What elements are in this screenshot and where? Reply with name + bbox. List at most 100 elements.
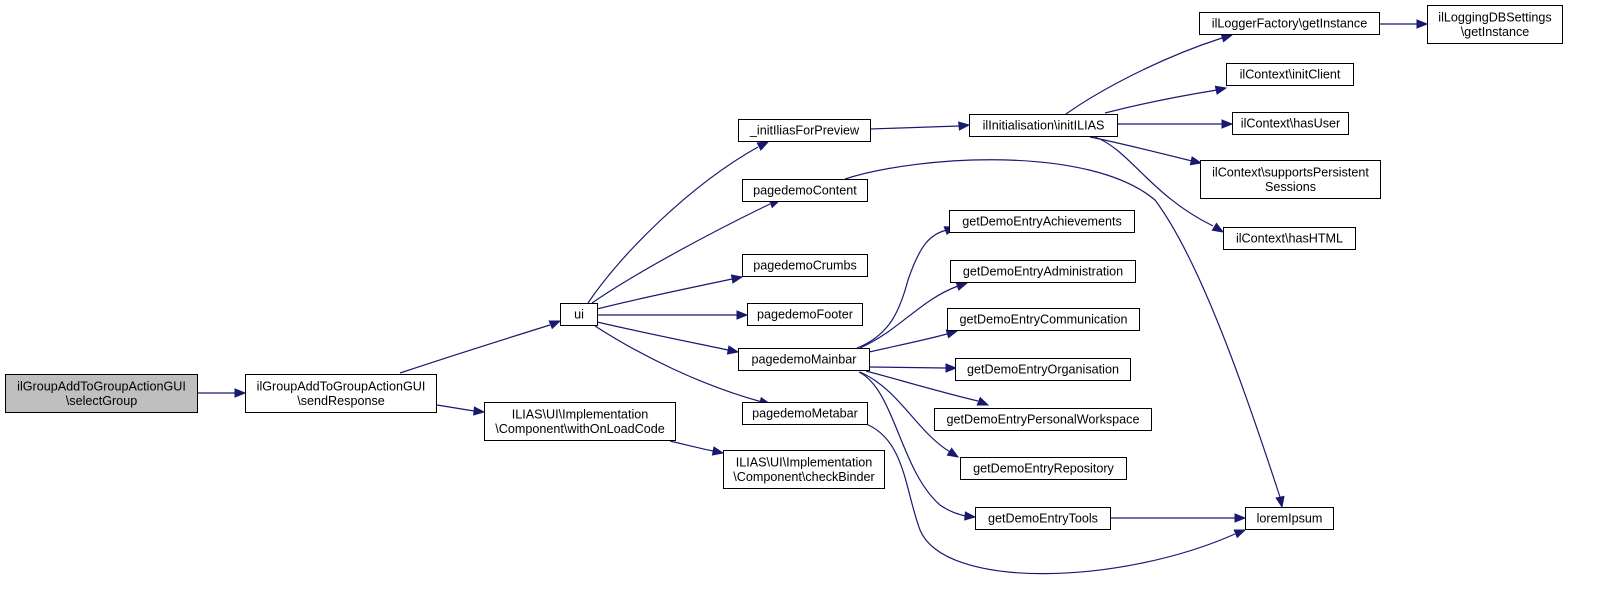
node-box (742, 254, 868, 277)
node-loremIpsum[interactable]: loremIpsum (1245, 507, 1334, 530)
node-label: ILIAS\UI\Implementation (736, 455, 873, 469)
edge-line (865, 370, 979, 402)
node-box (245, 374, 437, 413)
node-pagedemoMainbar[interactable]: pagedemoMainbar (738, 348, 870, 371)
edge-line (865, 423, 1236, 575)
edge-line (1089, 136, 1193, 162)
edge-ui-to-pagedemoFooter (597, 310, 749, 320)
edge-sendResponse-to-ui (399, 320, 562, 374)
node-label: ilLoggerFactory\getInstance (1212, 17, 1367, 31)
edge-arrowhead (1214, 85, 1228, 95)
node-label: getDemoEntryOrganisation (967, 363, 1119, 377)
edge-arrowhead (473, 406, 486, 416)
edge-line (587, 146, 759, 304)
node-label: ilLoggingDBSettings (1438, 10, 1551, 24)
node-pagedemoCrumbs[interactable]: pagedemoCrumbs (742, 254, 868, 277)
node-label: pagedemoFooter (757, 308, 853, 322)
edge-loggerGetInstance-to-loggingDBGetInstance (1379, 19, 1429, 29)
edge-arrowhead (756, 141, 770, 151)
edge-arrowhead (234, 388, 247, 398)
node-label: ilContext\hasUser (1241, 117, 1340, 131)
edges-layer (198, 19, 1429, 575)
edge-pagedemoMainbar-to-tools (858, 371, 977, 521)
node-label: ilGroupAddToGroupActionGUI (257, 379, 426, 393)
node-personalWorkspace[interactable]: getDemoEntryPersonalWorkspace (934, 408, 1152, 431)
edge-line (868, 366, 947, 369)
node-initILIAS[interactable]: ilInitialisation\initILIAS (969, 114, 1118, 137)
node-initIliasForPreview[interactable]: _initIliasForPreview (738, 119, 871, 142)
node-organisation[interactable]: getDemoEntryOrganisation (955, 358, 1131, 381)
node-pagedemoFooter[interactable]: pagedemoFooter (747, 303, 863, 326)
node-box (934, 408, 1152, 431)
node-label: pagedemoCrumbs (753, 259, 857, 273)
node-box (1199, 12, 1380, 35)
edge-pagedemoMainbar-to-repository (859, 371, 960, 458)
edge-pagedemoMainbar-to-personalWorkspace (865, 370, 990, 406)
edge-initILIAS-to-initClient (1104, 85, 1228, 114)
edge-arrowhead (1275, 495, 1285, 509)
edge-pagedemoMainbar-to-organisation (868, 363, 958, 373)
edge-pagedemoMainbar-to-communication (868, 329, 959, 353)
edge-line (1104, 89, 1218, 114)
node-achievements[interactable]: getDemoEntryAchievements (949, 210, 1135, 233)
edge-arrowhead (1189, 156, 1203, 166)
node-loggerGetInstance[interactable]: ilLoggerFactory\getInstance (1199, 12, 1380, 35)
edge-line (869, 125, 960, 130)
node-pagedemoContent[interactable]: pagedemoContent (742, 179, 868, 202)
edge-sendResponse-to-withOnLoadCode (436, 404, 486, 416)
node-repository[interactable]: getDemoEntryRepository (960, 457, 1127, 480)
edge-selectGroup-to-sendResponse (198, 388, 247, 398)
node-tools[interactable]: getDemoEntryTools (975, 507, 1111, 530)
node-label: \getInstance (1461, 25, 1530, 39)
edge-arrowhead (1220, 33, 1234, 43)
node-label: ILIAS\UI\Implementation (512, 407, 649, 421)
node-label: ilInitialisation\initILIAS (983, 119, 1105, 133)
node-label: getDemoEntryRepository (973, 462, 1114, 476)
edge-line (596, 321, 729, 351)
node-ui[interactable]: ui (560, 303, 598, 326)
edge-initILIAS-to-supportsPersistentSessions (1089, 136, 1203, 166)
node-hasHTML[interactable]: ilContext\hasHTML (1223, 227, 1356, 250)
node-label: ilContext\initClient (1240, 68, 1341, 82)
edge-line (868, 333, 948, 353)
edge-arrowhead (1221, 119, 1234, 129)
node-box (747, 303, 863, 326)
edge-arrowhead (946, 447, 960, 458)
edge-line (591, 203, 771, 304)
node-administration[interactable]: getDemoEntryAdministration (950, 260, 1136, 283)
edge-arrowhead (726, 345, 740, 355)
node-label: getDemoEntryAchievements (962, 215, 1122, 229)
node-sendResponse[interactable]: ilGroupAddToGroupActionGUI\sendResponse (245, 374, 437, 413)
node-communication[interactable]: getDemoEntryCommunication (947, 308, 1140, 331)
node-checkBinder[interactable]: ILIAS\UI\Implementation\Component\checkB… (723, 450, 885, 489)
edge-arrowhead (736, 310, 749, 320)
edge-arrowhead (1211, 222, 1225, 233)
edge-arrowhead (1416, 19, 1429, 29)
edge-arrowhead (976, 396, 990, 406)
node-selectGroup[interactable]: ilGroupAddToGroupActionGUI\selectGroup (5, 374, 198, 413)
node-box (975, 507, 1111, 530)
edge-arrowhead (548, 320, 562, 330)
edge-line (399, 324, 551, 374)
node-box (950, 260, 1136, 283)
node-label: \selectGroup (66, 394, 137, 408)
node-label: getDemoEntryPersonalWorkspace (947, 413, 1140, 427)
node-hasUser[interactable]: ilContext\hasUser (1232, 112, 1349, 135)
edge-ui-to-pagedemoCrumbs (596, 274, 744, 310)
node-pagedemoMetabar[interactable]: pagedemoMetabar (742, 402, 868, 425)
edge-pagedemoMetabar-to-loremIpsum (865, 423, 1247, 575)
edge-line (858, 371, 966, 517)
node-box (960, 457, 1127, 480)
edge-initILIAS-to-hasHTML (1094, 136, 1225, 233)
node-initClient[interactable]: ilContext\initClient (1226, 63, 1354, 86)
node-box (5, 374, 198, 413)
edge-line (596, 278, 733, 310)
edge-arrowhead (1233, 529, 1247, 539)
node-box (742, 179, 868, 202)
edge-initILIAS-to-hasUser (1117, 119, 1234, 129)
node-withOnLoadCode[interactable]: ILIAS\UI\Implementation\Component\withOn… (484, 402, 676, 441)
node-loggingDBGetInstance[interactable]: ilLoggingDBSettings\getInstance (1427, 5, 1563, 44)
edge-arrowhead (1234, 513, 1247, 523)
